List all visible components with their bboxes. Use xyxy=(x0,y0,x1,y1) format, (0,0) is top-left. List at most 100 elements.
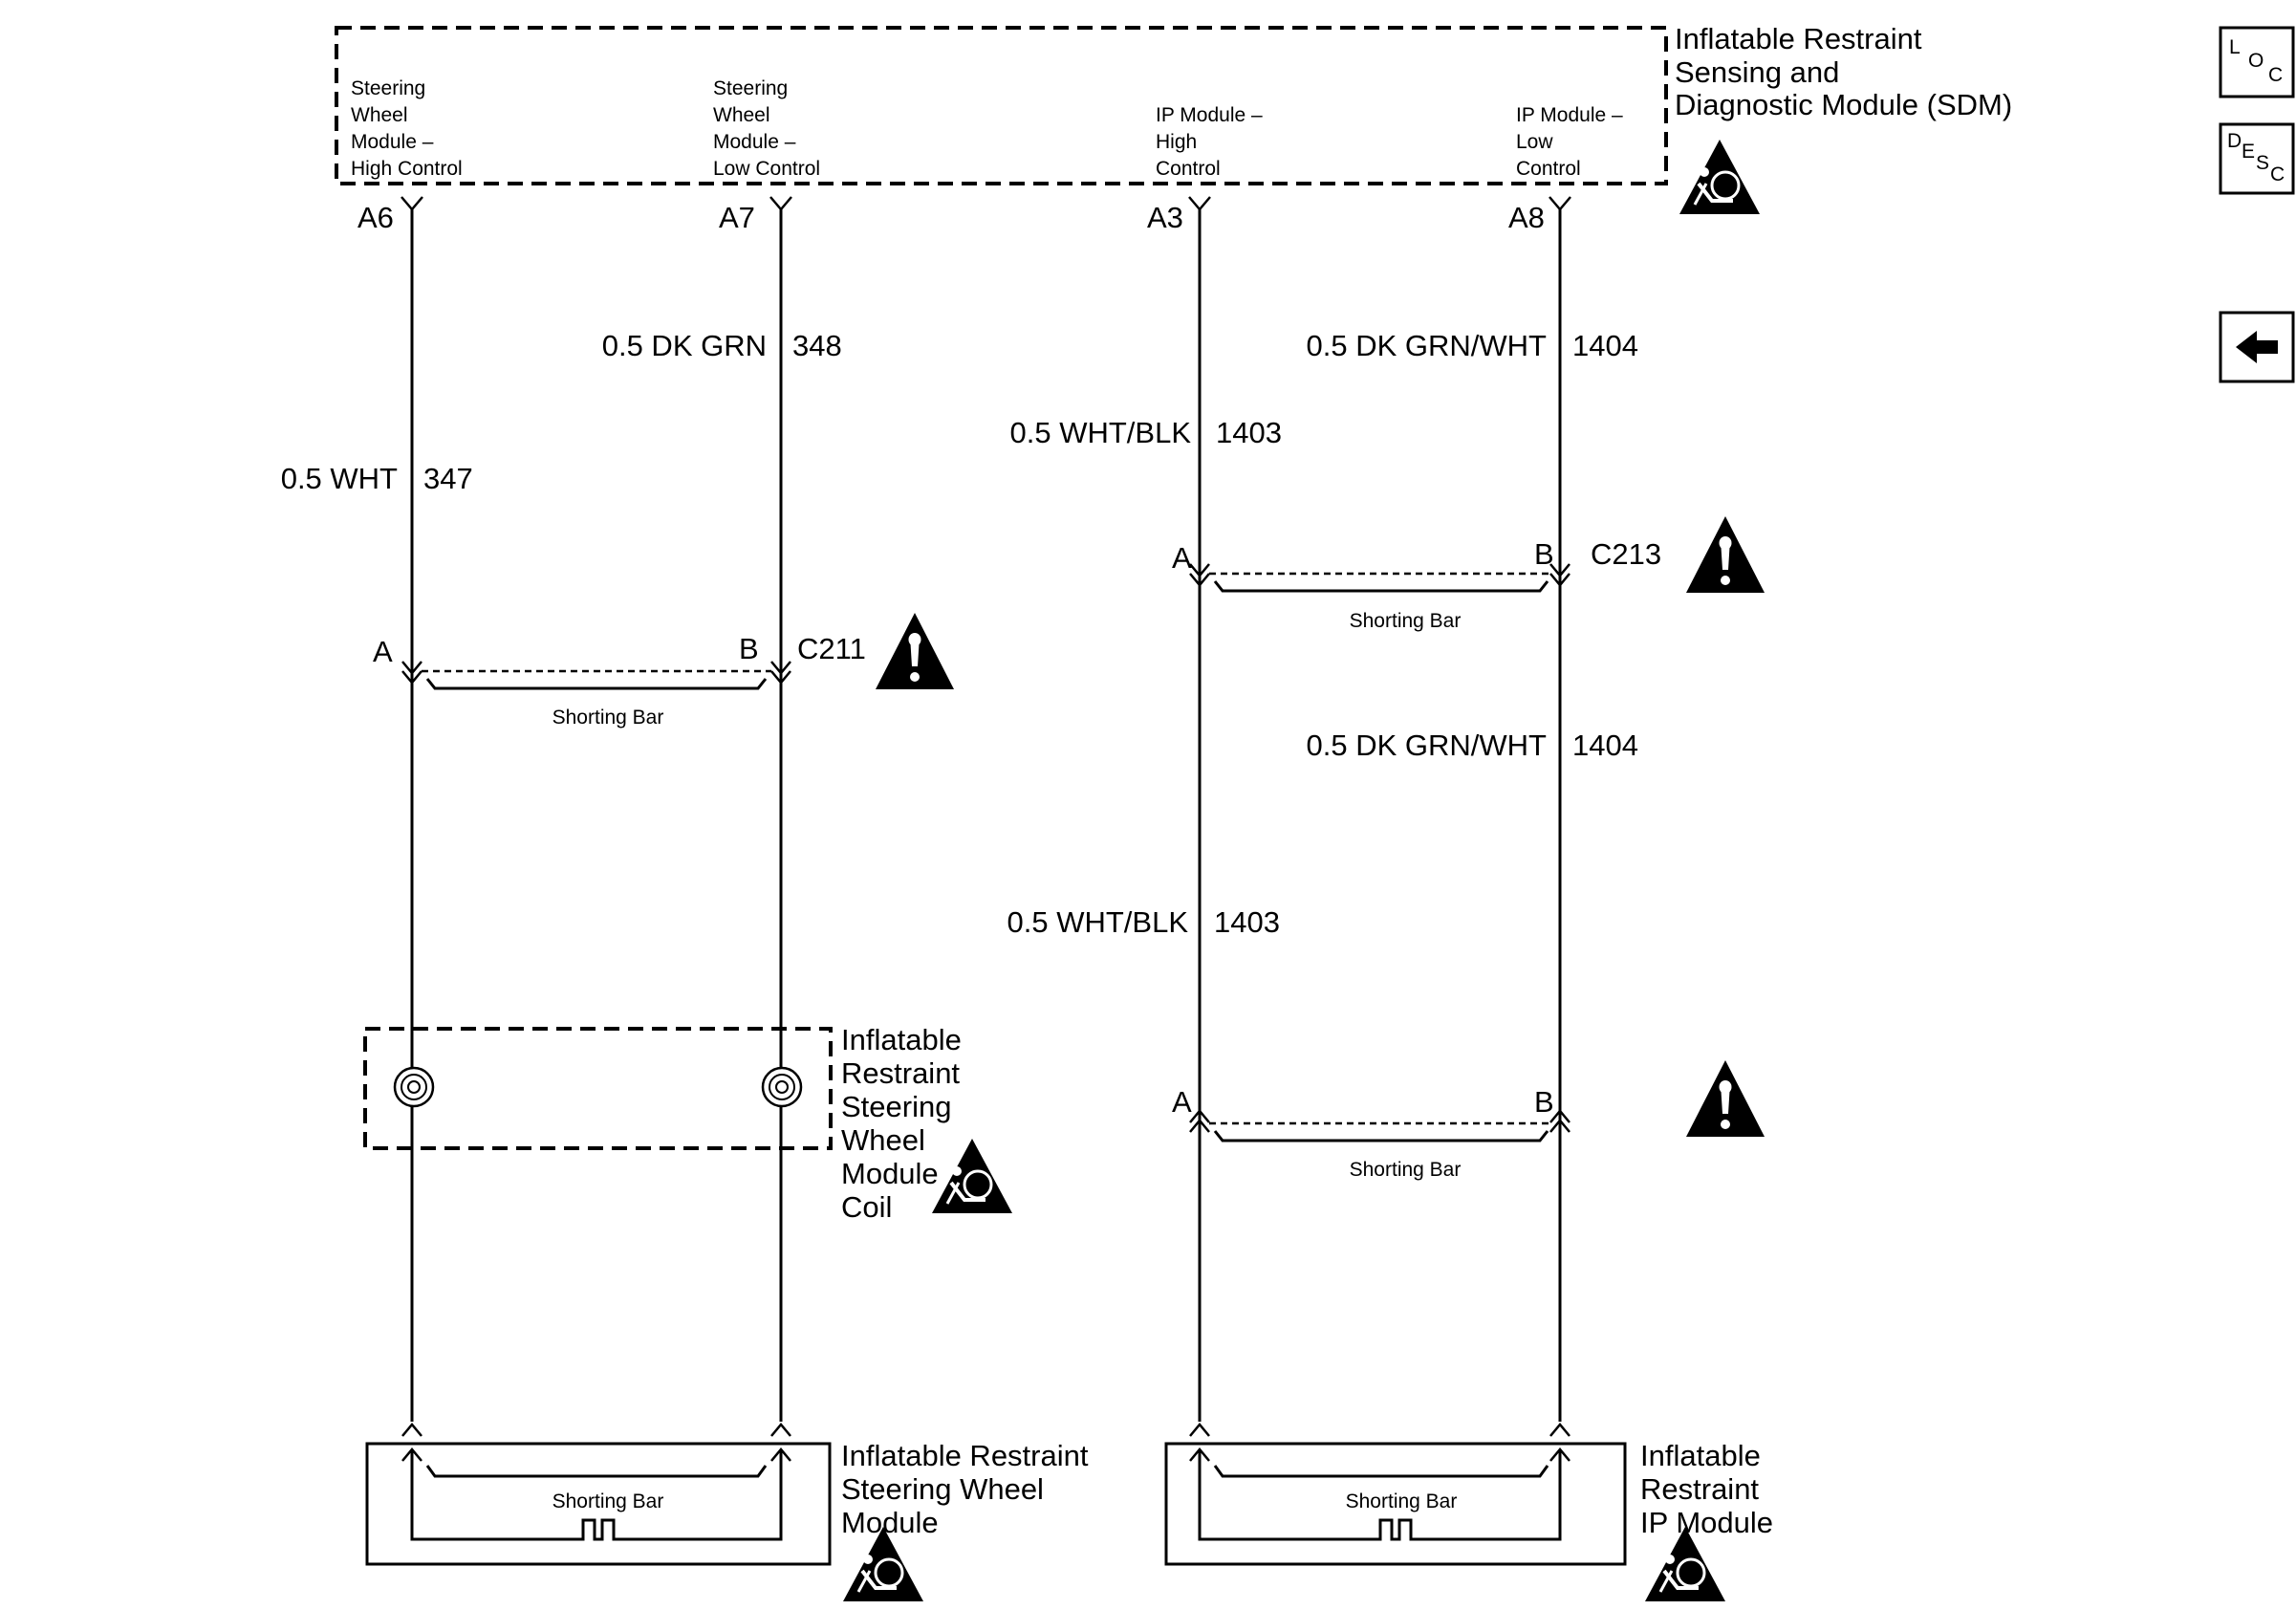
sdm-circuit-2-line-1: Steering xyxy=(713,77,788,99)
c211-shorting-bar-label: Shorting Bar xyxy=(552,707,664,729)
c211-name: C211 xyxy=(797,632,866,665)
c211-caution-icon xyxy=(876,613,954,689)
desc-letter-d: D xyxy=(2227,130,2242,152)
loc-button[interactable]: L O C xyxy=(2219,26,2295,98)
c213-pin-a: A xyxy=(1172,541,1192,575)
wire-1404-upper-circuit: 1404 xyxy=(1572,329,1638,362)
sdm-circuit-3-line-1: IP Module – xyxy=(1156,104,1263,126)
sdm-title-line-1: Inflatable Restraint xyxy=(1675,22,1922,55)
sdm-circuit-2-line-3: Module – xyxy=(713,131,796,153)
c213-shorting-bar-label: Shorting Bar xyxy=(1350,610,1462,632)
ip-lower-pin-a: A xyxy=(1172,1085,1192,1119)
coil-label-line-4: Wheel xyxy=(841,1123,925,1157)
desc-letter-c: C xyxy=(2270,163,2285,185)
loc-letter-o: O xyxy=(2248,50,2264,72)
steering-wheel-module: Shorting Bar Inflatable Restraint Steeri… xyxy=(365,1423,1089,1603)
c213-terminals xyxy=(1189,563,1570,587)
coil-right-icon xyxy=(761,1066,803,1108)
c213-pin-b: B xyxy=(1534,537,1554,571)
sdm-module: Inflatable Restraint Sensing and Diagnos… xyxy=(335,22,2012,234)
pin-label-a7: A7 xyxy=(719,201,755,234)
wire-labels: 0.5 WHT 347 0.5 DK GRN 348 0.5 WHT/BLK 1… xyxy=(281,329,1638,939)
ip-lower-caution-icon xyxy=(1686,1060,1765,1137)
coil-label-line-5: Module xyxy=(841,1157,939,1190)
steering-module-harness-terminals xyxy=(401,1423,791,1437)
sdm-circuit-3-line-3: Control xyxy=(1156,158,1221,180)
ip-module: Shorting Bar Inflatable Restraint IP Mod… xyxy=(1164,1423,1773,1603)
steering-module-label-line-1: Inflatable Restraint xyxy=(841,1439,1089,1472)
steering-module-label-line-2: Steering Wheel xyxy=(841,1472,1044,1506)
wire-1404-lower-spec: 0.5 DK GRN/WHT xyxy=(1307,729,1548,762)
ip-module-pin-terminals xyxy=(1189,1447,1570,1462)
coil-airbag-icon xyxy=(930,1137,1014,1215)
desc-letter-s: S xyxy=(2256,152,2269,174)
ip-module-harness-terminals xyxy=(1189,1423,1570,1437)
back-button[interactable] xyxy=(2219,311,2295,383)
coil-label-line-3: Steering xyxy=(841,1090,951,1123)
ip-lower-terminals xyxy=(1189,1109,1570,1133)
ip-module-shorting-bar-label: Shorting Bar xyxy=(1346,1490,1458,1512)
loc-button-frame xyxy=(2219,26,2295,98)
sdm-circuit-4-line-3: Control xyxy=(1516,158,1581,180)
c213-name: C213 xyxy=(1591,537,1661,571)
sdm-title-line-2: Sensing and xyxy=(1675,55,1839,89)
steering-module-outline xyxy=(365,1442,832,1566)
sdm-circuit-1-line-4: High Control xyxy=(351,158,463,180)
pin-label-a6: A6 xyxy=(357,201,394,234)
wire-1403-upper-spec: 0.5 WHT/BLK xyxy=(1010,416,1192,449)
c211-terminals xyxy=(401,661,791,685)
back-arrow-icon xyxy=(2236,331,2278,363)
steering-module-shorting-bar-label: Shorting Bar xyxy=(552,1490,664,1512)
loc-letter-l: L xyxy=(2229,36,2241,58)
wire-347-spec: 0.5 WHT xyxy=(281,462,398,495)
wire-1404-lower-circuit: 1404 xyxy=(1572,729,1638,762)
c213-shorting-bar xyxy=(1213,580,1549,593)
sdm-dashed-outline xyxy=(335,26,1668,185)
ip-module-internal-circuit xyxy=(1198,1451,1562,1541)
ip-module-outline xyxy=(1164,1442,1627,1566)
sdm-pin-terminals xyxy=(401,196,1571,211)
c211-pin-a: A xyxy=(373,635,393,668)
wire-1403-lower-spec: 0.5 WHT/BLK xyxy=(1007,905,1189,939)
coil-dashed-outline xyxy=(363,1027,833,1150)
steering-wheel-coil: Inflatable Restraint Steering Wheel Modu… xyxy=(363,1023,1014,1224)
c213-caution-icon xyxy=(1686,516,1765,593)
wire-347-circuit: 347 xyxy=(423,462,473,495)
wire-1404-upper-spec: 0.5 DK GRN/WHT xyxy=(1307,329,1548,362)
wire-348-spec: 0.5 DK GRN xyxy=(602,329,767,362)
desc-button-frame xyxy=(2219,122,2295,195)
sdm-title-line-3: Diagnostic Module (SDM) xyxy=(1675,88,2012,121)
sdm-circuit-1-line-3: Module – xyxy=(351,131,434,153)
desc-letter-e: E xyxy=(2242,141,2255,163)
connector-ip-lower: A B Shorting Bar xyxy=(1172,1060,1765,1181)
ip-module-shorting-bar xyxy=(1213,1465,1549,1478)
ip-lower-shorting-bar-label: Shorting Bar xyxy=(1350,1159,1462,1181)
steering-module-label-line-3: Module xyxy=(841,1506,939,1539)
coil-label-line-2: Restraint xyxy=(841,1056,960,1090)
wire-1403-lower-circuit: 1403 xyxy=(1214,905,1280,939)
connector-c213: A B C213 Shorting Bar xyxy=(1172,516,1765,632)
pin-label-a3: A3 xyxy=(1147,201,1183,234)
ip-module-label-line-3: IP Module xyxy=(1640,1506,1773,1539)
sdm-circuit-2-line-4: Low Control xyxy=(713,158,820,180)
sdm-circuit-1-line-2: Wheel xyxy=(351,104,408,126)
pin-label-a8: A8 xyxy=(1508,201,1545,234)
wire-1403-upper-circuit: 1403 xyxy=(1216,416,1282,449)
connector-c211: A B C211 Shorting Bar xyxy=(373,613,954,729)
sdm-circuit-4-line-1: IP Module – xyxy=(1516,104,1623,126)
ip-module-label-line-2: Restraint xyxy=(1640,1472,1759,1506)
coil-label-line-1: Inflatable xyxy=(841,1023,962,1056)
wires xyxy=(410,209,1562,1422)
ip-module-label-line-1: Inflatable xyxy=(1640,1439,1761,1472)
desc-button[interactable]: D E S C xyxy=(2219,122,2295,195)
coil-left-icon xyxy=(393,1066,435,1108)
ip-lower-shorting-bar xyxy=(1213,1130,1549,1142)
sdm-circuit-4-line-2: Low xyxy=(1516,131,1553,153)
wire-348-circuit: 348 xyxy=(792,329,842,362)
c211-shorting-bar xyxy=(425,678,768,690)
steering-module-shorting-bar xyxy=(425,1465,768,1478)
steering-module-internal-circuit xyxy=(410,1451,783,1541)
sdm-airbag-icon xyxy=(1678,138,1762,216)
loc-letter-c: C xyxy=(2268,64,2283,86)
